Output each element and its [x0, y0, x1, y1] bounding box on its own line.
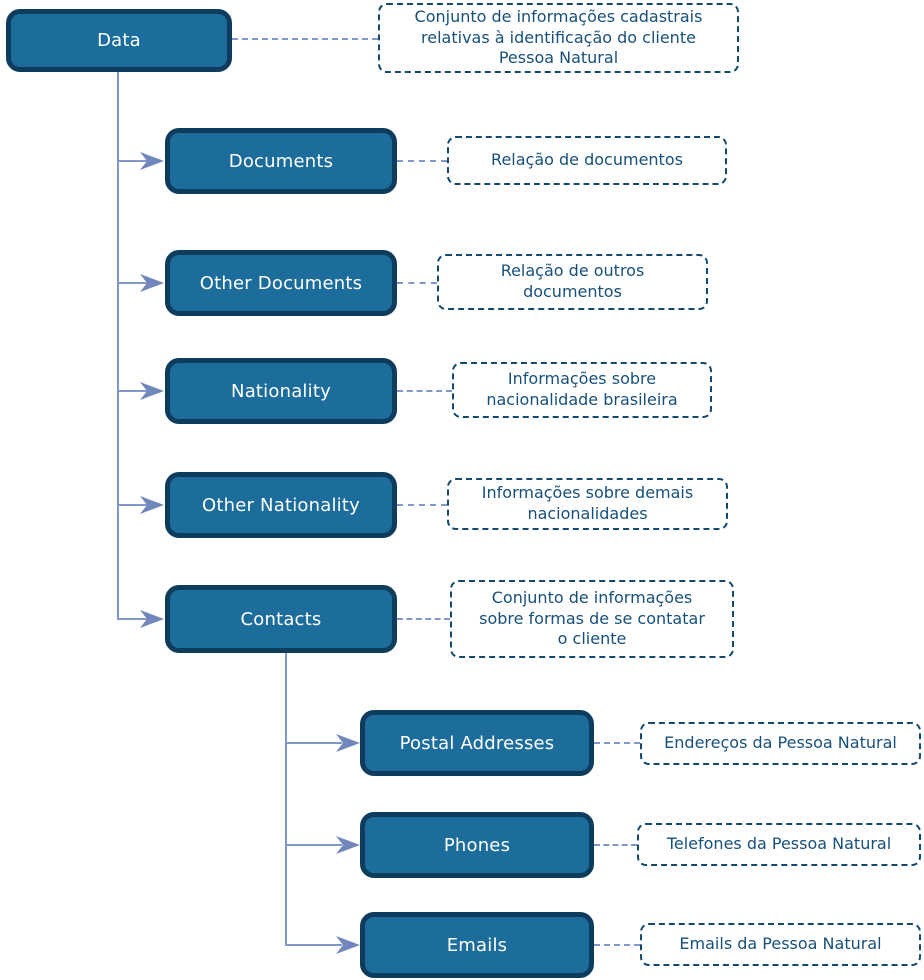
note-connector-other-nationality [397, 504, 447, 506]
node-documents-label: Documents [228, 150, 334, 172]
note-connector-other-documents [397, 282, 437, 284]
note-connector-emails [594, 944, 640, 946]
node-phones-label: Phones [443, 834, 511, 856]
branch-line-documents [117, 160, 147, 162]
note-postal-addresses: Endereços da Pessoa Natural [640, 722, 921, 765]
note-connector-postal-addresses [594, 742, 640, 744]
note-contacts: Conjunto de informações sobre formas de … [450, 580, 734, 658]
trunk-line-contacts [285, 653, 287, 946]
node-postal-addresses-label: Postal Addresses [399, 732, 555, 754]
node-contacts: Contacts [165, 585, 397, 653]
node-contacts-label: Contacts [240, 608, 322, 630]
arrowhead-icon-nationality [140, 382, 164, 400]
note-connector-contacts [397, 618, 450, 620]
arrowhead-icon-other-documents [140, 274, 164, 292]
note-other-nationality: Informações sobre demais nacionalidades [447, 478, 728, 530]
note-phones: Telefones da Pessoa Natural [637, 823, 921, 866]
note-postal-addresses-text: Endereços da Pessoa Natural [664, 733, 897, 753]
note-connector-nationality [397, 390, 452, 392]
note-documents: Relação de documentos [447, 136, 727, 185]
node-nationality-label: Nationality [231, 380, 331, 402]
trunk-line-data [117, 72, 119, 620]
node-other-nationality: Other Nationality [165, 472, 397, 538]
node-data-label: Data [97, 30, 141, 51]
branch-line-other-nationality [117, 504, 147, 506]
node-other-documents: Other Documents [165, 250, 397, 316]
arrowhead-icon-other-nationality [140, 496, 164, 514]
note-phones-text: Telefones da Pessoa Natural [666, 834, 892, 854]
note-data-text: Conjunto de informações cadastrais relat… [414, 6, 703, 68]
note-connector-documents [397, 160, 447, 162]
note-documents-text: Relação de documentos [491, 150, 683, 170]
node-phones: Phones [360, 812, 594, 878]
branch-line-other-documents [117, 282, 147, 284]
note-other-nationality-text: Informações sobre demais nacionalidades [481, 483, 694, 523]
node-other-documents-label: Other Documents [199, 272, 363, 294]
branch-line-nationality [117, 390, 147, 392]
arrowhead-icon-postal-addresses [336, 734, 360, 752]
branch-line-postal-addresses [285, 742, 342, 744]
node-nationality: Nationality [165, 358, 397, 424]
note-connector-data [232, 38, 378, 40]
node-documents: Documents [165, 128, 397, 194]
note-other-documents-text: Relação de outros documentos [500, 261, 645, 301]
note-emails-text: Emails da Pessoa Natural [679, 934, 882, 954]
note-nationality-text: Informações sobre nacionalidade brasilei… [486, 369, 678, 409]
note-connector-phones [594, 844, 637, 846]
note-other-documents: Relação de outros documentos [437, 254, 708, 310]
note-emails: Emails da Pessoa Natural [640, 923, 921, 966]
note-nationality: Informações sobre nacionalidade brasilei… [452, 362, 712, 418]
node-other-nationality-label: Other Nationality [202, 494, 360, 516]
arrowhead-icon-emails [336, 936, 360, 954]
node-emails: Emails [360, 912, 594, 978]
node-data: Data [6, 9, 232, 72]
node-emails-label: Emails [446, 934, 508, 956]
arrowhead-icon-contacts [140, 610, 164, 628]
branch-line-contacts [117, 618, 147, 620]
branch-line-emails [285, 944, 342, 946]
arrowhead-icon-phones [336, 836, 360, 854]
note-data: Conjunto de informações cadastrais relat… [378, 3, 739, 73]
note-contacts-text: Conjunto de informações sobre formas de … [479, 587, 705, 649]
node-postal-addresses: Postal Addresses [360, 710, 594, 776]
arrowhead-icon-documents [140, 152, 164, 170]
branch-line-phones [285, 844, 342, 846]
